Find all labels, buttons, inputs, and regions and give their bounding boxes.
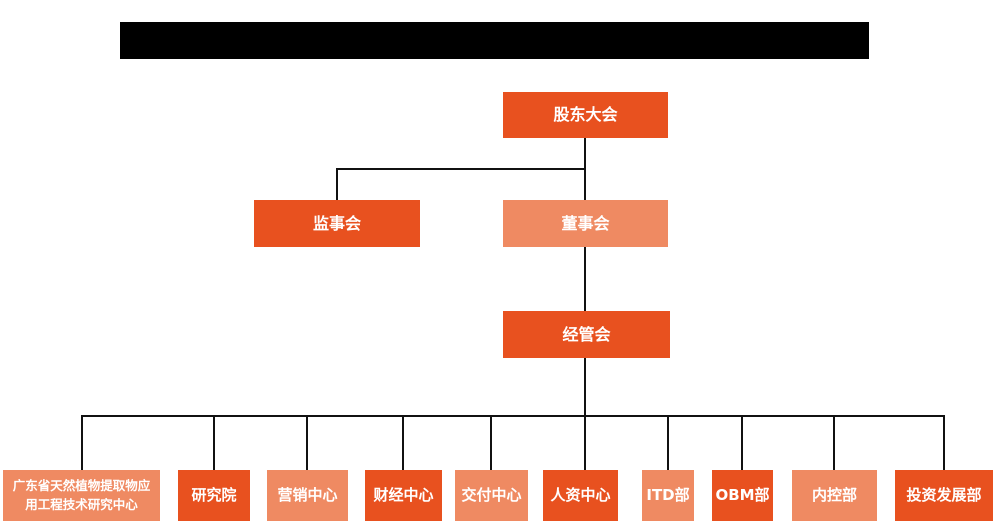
redacted-title-bar — [120, 22, 869, 59]
node-supervisory-board: 监事会 — [254, 200, 420, 247]
connector-bottom-rail — [81, 415, 945, 417]
connector-shareholders-down — [584, 138, 586, 170]
connector-branch-horizontal — [336, 168, 586, 170]
connector-dept-drop — [584, 415, 586, 470]
node-dept-marketing-center: 营销中心 — [267, 470, 348, 521]
connector-directors-management — [584, 247, 586, 311]
connector-dept-drop — [402, 415, 404, 470]
node-dept-internal-control: 内控部 — [792, 470, 877, 521]
connector-dept-drop — [741, 415, 743, 470]
node-dept-investment-development: 投资发展部 — [895, 470, 993, 521]
connector-directors-drop — [584, 168, 586, 200]
connector-dept-drop — [943, 415, 945, 470]
node-management-committee: 经管会 — [503, 311, 670, 358]
node-dept-engineering-research-center: 广东省天然植物提取物应用工程技术研究中心 — [3, 470, 160, 521]
connector-dept-drop — [306, 415, 308, 470]
connector-dept-drop — [833, 415, 835, 470]
connector-dept-drop — [81, 415, 83, 470]
node-dept-obm: OBM部 — [712, 470, 773, 521]
node-dept-delivery-center: 交付中心 — [455, 470, 528, 521]
connector-dept-drop — [667, 415, 669, 470]
node-dept-hr-center: 人资中心 — [543, 470, 618, 521]
node-board-of-directors: 董事会 — [503, 200, 668, 247]
node-dept-itd: ITD部 — [642, 470, 694, 521]
connector-dept-drop — [213, 415, 215, 470]
node-dept-research-institute: 研究院 — [178, 470, 250, 521]
connector-dept-drop — [490, 415, 492, 470]
connector-supervisory-drop — [336, 168, 338, 200]
node-shareholders-meeting: 股东大会 — [503, 92, 668, 138]
node-dept-finance-center: 财经中心 — [365, 470, 442, 521]
connector-management-rail — [584, 358, 586, 416]
